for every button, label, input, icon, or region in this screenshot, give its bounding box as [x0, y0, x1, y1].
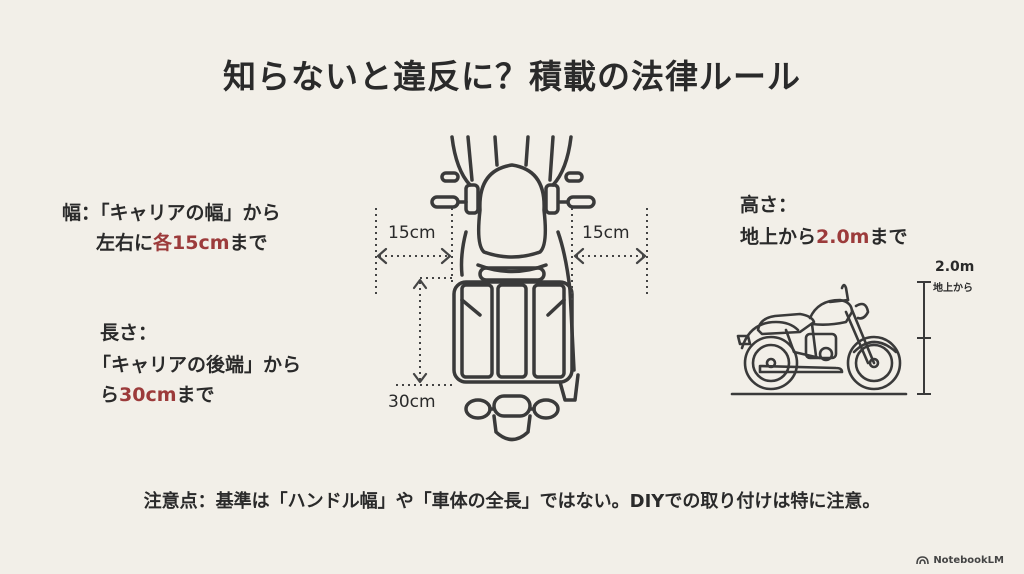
caution-note: 注意点：基準は「ハンドル幅」や「車体の全長」ではない。DIYでの取り付けは特に注… — [143, 491, 881, 512]
height-rule-prefix: 地上から — [740, 226, 817, 248]
length-rule-highlight: 30cm — [119, 384, 177, 406]
height-rule-line1: 高さ： — [740, 194, 798, 216]
slide-title: 知らないと違反に？積載の法律ルール — [223, 57, 801, 96]
height-sublabel: 地上から — [933, 283, 973, 294]
length-rule-line1: 長さ： — [100, 322, 158, 344]
length-rule-prefix: ら — [100, 384, 120, 406]
length-label: 30cm — [388, 392, 436, 412]
height-rule-highlight: 2.0m — [816, 226, 870, 248]
length-rule-line3: ら30cmまで — [100, 380, 215, 410]
width-rule-line1: 幅：「キャリアの幅」から — [62, 202, 281, 224]
height-rule-line2: 地上から2.0mまで — [740, 222, 908, 252]
width-rule-highlight: 各15cm — [153, 232, 230, 254]
width-rule-suffix: まで — [229, 232, 268, 254]
right-width-label: 15cm — [582, 223, 630, 243]
notebooklm-logo-icon — [916, 556, 930, 565]
footer-branding: NotebookLM — [916, 555, 1004, 566]
footer-brand-text: NotebookLM — [933, 555, 1004, 566]
left-width-label: 15cm — [388, 223, 436, 243]
height-rule-suffix: まで — [869, 226, 908, 248]
width-rule-line2: 左右に各15cmまで — [96, 228, 268, 258]
length-rule-suffix: まで — [176, 384, 215, 406]
height-label: 2.0m — [935, 259, 975, 275]
width-rule-prefix: 左右に — [96, 232, 154, 254]
length-rule-line2: 「キャリアの後端」から — [92, 354, 302, 376]
